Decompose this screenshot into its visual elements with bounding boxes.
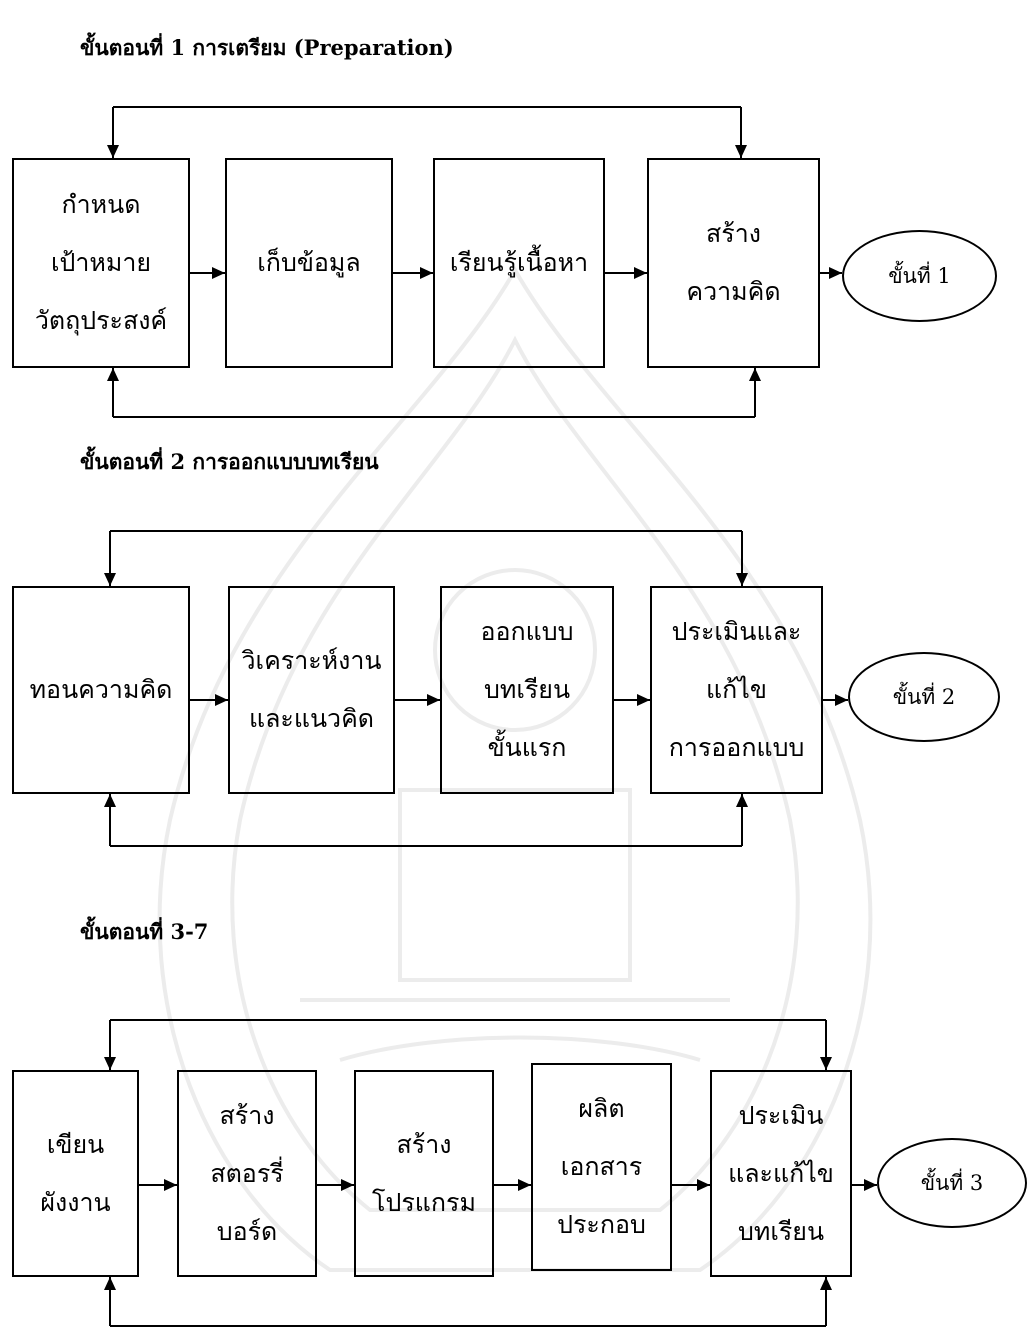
arrowhead-icon xyxy=(104,1057,116,1070)
box-line: วัตถุประสงค์ xyxy=(34,306,168,335)
section-2-title: ขั้นตอนที่ 2 การออกแบบบทเรียน xyxy=(80,449,379,474)
box-line: ออกแบบ xyxy=(480,617,574,646)
box-line: ผังงาน xyxy=(40,1187,111,1217)
outcome-stage-1-ellipse: ขั้นที่ 1 xyxy=(842,230,997,322)
step-analyze-tasks-box: วิเคราะห์งาน และแนวคิด xyxy=(228,586,395,794)
step-reduce-ideas-box: ทอนความคิด xyxy=(12,586,190,794)
arrowhead-icon xyxy=(341,1179,354,1191)
step-collect-data-box: เก็บข้อมูล xyxy=(225,158,393,368)
arrowhead-icon xyxy=(420,267,433,279)
box-line: บทเรียน xyxy=(737,1216,825,1246)
arrowhead-icon xyxy=(518,1179,531,1191)
step-initial-design-box: ออกแบบ บทเรียน ขั้นแรก xyxy=(440,586,614,794)
box-line: บทเรียน xyxy=(483,675,571,704)
box-line: ประเมินและ xyxy=(671,617,802,646)
step-evaluate-lesson-box: ประเมิน และแก้ไข บทเรียน xyxy=(710,1070,852,1277)
arrowhead-icon xyxy=(736,794,748,807)
arrowhead-icon xyxy=(736,573,748,586)
outcome-stage-2-ellipse: ขั้นที่ 2 xyxy=(848,652,1000,742)
box-line: แก้ไข xyxy=(706,675,767,704)
box-line: ผลิต xyxy=(578,1094,625,1123)
arrowhead-icon xyxy=(637,694,650,706)
box-line: วิเคราะห์งาน xyxy=(241,646,382,675)
arrowhead-icon xyxy=(820,1277,832,1290)
box-line: สตอรรี่ xyxy=(210,1158,284,1188)
step-create-ideas-box: สร้าง ความคิด xyxy=(647,158,820,368)
step-write-flowchart-box: เขียน ผังงาน xyxy=(12,1070,139,1277)
box-line: เอกสาร xyxy=(560,1152,643,1181)
outcome-stage-3-ellipse: ขั้นที่ 3 xyxy=(877,1138,1027,1228)
arrowhead-icon xyxy=(835,694,848,706)
box-line: สร้าง xyxy=(706,219,761,248)
box-line: โปรแกรม xyxy=(372,1187,476,1217)
box-line: ความคิด xyxy=(686,277,781,306)
arrowhead-icon xyxy=(212,267,225,279)
step-create-storyboard-box: สร้าง สตอรรี่ บอร์ด xyxy=(177,1070,317,1277)
box-line: ประกอบ xyxy=(557,1210,646,1239)
section-1-title: ขั้นตอนที่ 1 การเตรียม (Preparation) xyxy=(80,35,454,60)
box-line: ขั้นแรก xyxy=(487,733,567,762)
arrowhead-icon xyxy=(735,145,747,158)
arrowhead-icon xyxy=(107,368,119,381)
box-line: กำหนด xyxy=(61,190,141,219)
arrowhead-icon xyxy=(634,267,647,279)
step-evaluate-design-box: ประเมินและ แก้ไข การออกแบบ xyxy=(650,586,823,794)
box-line: เป้าหมาย xyxy=(50,248,152,277)
step-create-program-box: สร้าง โปรแกรม xyxy=(354,1070,494,1277)
step-learn-content-box: เรียนรู้เนื้อหา xyxy=(433,158,605,368)
arrowhead-icon xyxy=(107,145,119,158)
box-line: สร้าง xyxy=(219,1100,275,1130)
arrowhead-icon xyxy=(427,694,440,706)
arrowhead-icon xyxy=(164,1179,177,1191)
step-set-goals-box: กำหนด เป้าหมาย วัตถุประสงค์ xyxy=(12,158,190,368)
section-3-title: ขั้นตอนที่ 3-7 xyxy=(80,919,209,944)
box-line: และแนวคิด xyxy=(248,704,375,733)
box-line: สร้าง xyxy=(396,1129,452,1159)
arrowhead-icon xyxy=(104,573,116,586)
arrowhead-icon xyxy=(104,794,116,807)
arrowhead-icon xyxy=(864,1179,877,1191)
box-line: และแก้ไข xyxy=(728,1158,834,1188)
box-line: ประเมิน xyxy=(738,1100,824,1130)
arrowhead-icon xyxy=(104,1277,116,1290)
box-line: เขียน xyxy=(46,1129,105,1159)
arrowhead-icon xyxy=(215,694,228,706)
step-produce-documents-box: ผลิต เอกสาร ประกอบ xyxy=(531,1063,672,1271)
box-line: การออกแบบ xyxy=(668,733,805,762)
arrowhead-icon xyxy=(749,368,761,381)
arrowhead-icon xyxy=(697,1179,710,1191)
box-line: ทอนความคิด xyxy=(29,675,173,704)
box-line: เก็บข้อมูล xyxy=(257,248,361,277)
arrowhead-icon xyxy=(829,267,842,279)
arrowhead-icon xyxy=(820,1057,832,1070)
box-line: เรียนรู้เนื้อหา xyxy=(449,248,589,277)
box-line: บอร์ด xyxy=(216,1216,278,1246)
